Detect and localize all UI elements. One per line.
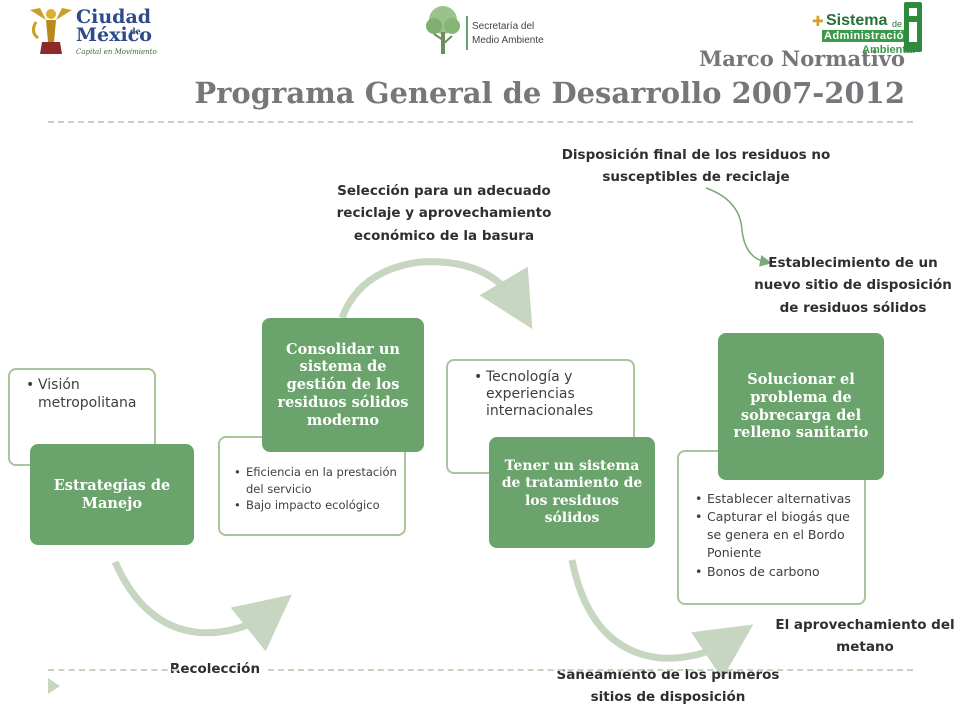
arrow-seleccion	[338, 258, 533, 330]
step4-item-3: Bonos de carbono	[695, 563, 856, 581]
label-saneamiento: Saneamiento de los primeros sitios de di…	[556, 667, 780, 706]
step1-title-box: Estrategias de Manejo	[30, 444, 194, 545]
step4-item-2: Capturar el biogás que se genera en el B…	[695, 508, 856, 562]
step3-item: Tecnología y experiencias internacionale…	[474, 369, 623, 420]
cdmx-logo: Ciudad de México Capital en Movimiento	[26, 2, 157, 58]
sistema-line3: Ambiental	[862, 44, 916, 56]
step3-title-box: Tener un sistema de tratamiento de los r…	[489, 437, 655, 548]
label-disposicion: Disposición final de los residuos no sus…	[561, 147, 831, 186]
step4-title-box: Solucionar el problema de sobrecarga del…	[718, 333, 884, 480]
sistema-logo: ✚ Sistema de Administración Ambiental	[808, 2, 948, 60]
cdmx-line3: México	[76, 24, 152, 46]
sma-divider	[466, 16, 468, 50]
step1-title: Estrategias de Manejo	[53, 476, 171, 512]
step2-outline-box: Eficiencia en la prestación del servicio…	[218, 436, 406, 536]
arrow-recoleccion	[111, 560, 292, 652]
sistema-line1: Sistema	[826, 12, 888, 29]
footer-divider-left	[48, 669, 178, 671]
label-seleccion: Selección para un adecuado reciclaje y a…	[336, 183, 552, 244]
step4-title: Solucionar el problema de sobrecarga del…	[733, 371, 869, 442]
angel-icon	[30, 8, 72, 54]
sistema-bar-icon	[904, 2, 922, 52]
page-title: Programa General de Desarrollo 2007-2012	[194, 76, 905, 110]
tree-icon	[426, 6, 460, 54]
label-establecimiento: Establecimiento de un nuevo sitio de dis…	[754, 255, 952, 316]
footer-divider-right	[268, 669, 913, 671]
step2-title: Consolidar un sistema de gestión de los …	[277, 340, 409, 429]
label-recoleccion: Recolección	[169, 661, 261, 677]
step1-item: Visión metropolitana	[26, 376, 146, 412]
step2-title-box: Consolidar un sistema de gestión de los …	[262, 318, 424, 452]
cdmx-line1: Ciudad	[76, 6, 152, 28]
sma-line2: Medio Ambiente	[472, 35, 544, 46]
play-icon	[48, 678, 60, 694]
arrow-disposicion	[705, 187, 772, 267]
sistema-line2: Administración	[822, 30, 914, 42]
step4-item-1: Establecer alternativas	[695, 490, 856, 508]
page-subtitle: Marco Normativo	[698, 46, 905, 71]
sma-line1: Secretaría del	[472, 21, 535, 32]
step2-item-1: Eficiencia en la prestación del servicio	[234, 464, 398, 497]
step2-item-2: Bajo impacto ecológico	[234, 497, 398, 514]
plus-icon: ✚	[812, 14, 824, 30]
title-divider	[48, 121, 913, 123]
step3-title: Tener un sistema de tratamiento de los r…	[501, 458, 643, 526]
cdmx-line2: de	[130, 26, 141, 36]
label-metano: El aprovechamiento del metano	[775, 617, 955, 656]
arrow-saneamiento	[568, 559, 754, 679]
sma-logo: Secretaría del Medio Ambiente	[422, 4, 544, 58]
sistema-line1b: de	[892, 19, 903, 29]
cdmx-tagline: Capital en Movimiento	[76, 48, 157, 56]
